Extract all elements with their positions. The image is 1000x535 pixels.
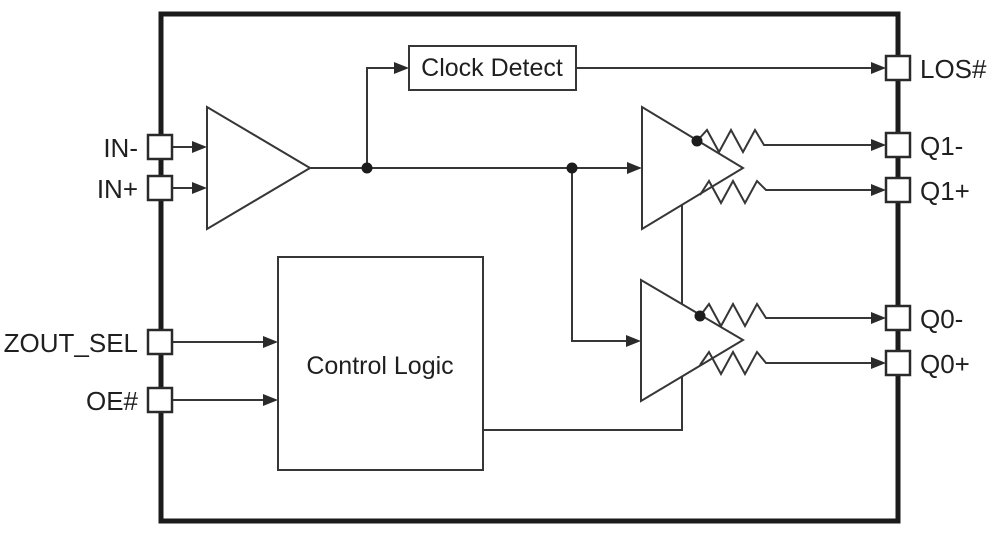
arrowhead-los-icon [871, 62, 886, 74]
input-buffer-icon [206, 105, 312, 231]
wire-clock-detect-branch [366, 67, 397, 168]
pin-oe-label: OE# [86, 386, 139, 416]
pin-q0-minus-pad [884, 304, 912, 332]
pin-q1-minus-label: Q1- [920, 131, 963, 161]
pin-q1-plus-pad [884, 176, 912, 204]
arrowhead-q1-plus-icon [871, 184, 886, 196]
pin-zout-sel-pad [146, 328, 174, 356]
pin-q1-minus-pad [884, 131, 912, 159]
pin-oe-pad [146, 386, 174, 414]
junction-dot-clock-branch [361, 162, 373, 174]
junction-dot-q0-resistor [694, 310, 706, 322]
pin-q0-plus-pad [884, 349, 912, 377]
pin-in-minus: IN- [103, 133, 174, 163]
pin-q1-plus-label: Q1+ [920, 176, 970, 206]
arrowhead-q1-input-icon [627, 162, 642, 174]
arrowhead-in-plus-icon [192, 182, 207, 194]
arrowhead-clock-detect-icon [394, 62, 409, 74]
chip-boundary [158, 11, 901, 524]
pin-in-minus-label: IN- [103, 133, 138, 163]
pin-in-plus-label: IN+ [97, 174, 138, 204]
arrowhead-oe-icon [263, 394, 278, 406]
pin-zout-sel-label: ZOUT_SEL [4, 328, 138, 358]
clock-detect-box [408, 45, 577, 91]
pin-los-pad [884, 54, 912, 82]
junction-dot-q0-branch [566, 162, 578, 174]
arrowhead-zout-sel-icon [263, 336, 278, 348]
control-logic-block: Control Logic [277, 256, 484, 471]
q1-top-resistor-icon [696, 127, 874, 155]
arrowhead-in-minus-icon [192, 141, 207, 153]
q0-output-buffer-icon [640, 278, 745, 403]
pin-q0-minus: Q0- [884, 304, 963, 334]
pin-in-plus: IN+ [97, 174, 174, 204]
pin-q0-plus: Q0+ [884, 349, 970, 379]
pin-q1-minus: Q1- [884, 131, 963, 161]
clock-detect-label: Clock Detect [421, 54, 563, 82]
control-logic-label: Control Logic [306, 352, 453, 380]
pin-in-minus-pad [146, 133, 174, 161]
arrowhead-q0-minus-icon [871, 312, 886, 324]
pin-q1-plus: Q1+ [884, 176, 970, 206]
pin-q0-plus-label: Q0+ [920, 349, 970, 379]
pin-q0-minus-label: Q0- [920, 304, 963, 334]
control-logic-box [277, 256, 484, 471]
arrowhead-q0-input-icon [626, 335, 641, 347]
arrowhead-q0-plus-icon [871, 357, 886, 369]
pin-in-plus-pad [146, 174, 174, 202]
q1-output-buffer-icon [641, 105, 745, 231]
clock-detect-block: Clock Detect [408, 45, 577, 91]
q0-top-resistor-icon [699, 301, 874, 329]
arrowhead-q1-minus-icon [871, 139, 886, 151]
pin-oe: OE# [86, 386, 174, 416]
pin-zout-sel: ZOUT_SEL [4, 328, 174, 358]
pin-los: LOS# [884, 54, 987, 84]
wire-control-enable [483, 205, 683, 431]
wire-q0-branch [571, 168, 629, 342]
q0-bottom-resistor-icon [699, 349, 874, 377]
q1-bottom-resistor-icon [699, 178, 874, 206]
pin-los-label: LOS# [920, 54, 987, 84]
junction-dot-q1-resistor [691, 135, 703, 147]
